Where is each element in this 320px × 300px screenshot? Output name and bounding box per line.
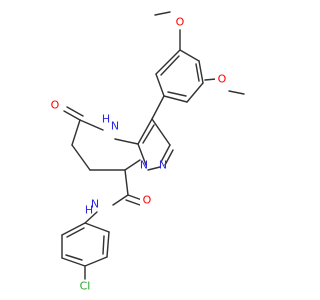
hydrogen-atom-ring-nh: H bbox=[102, 113, 110, 126]
nitrogen-atom-pyrazole-bridge: N bbox=[140, 159, 148, 172]
atom-labels: O O H N O N N H N O Cl bbox=[48, 15, 229, 293]
oxygen-atom-methoxy-top: O bbox=[176, 16, 185, 29]
nitrogen-atom-ring: N bbox=[111, 120, 119, 133]
hydrogen-atom-amide-nh: H bbox=[85, 204, 93, 217]
molecule-structure-diagram: O O H N O N N H N O Cl bbox=[48, 11, 245, 293]
bond-lines bbox=[61, 11, 245, 280]
nitrogen-atom-pyrazole: N bbox=[159, 159, 167, 172]
nitrogen-atom-amide: N bbox=[91, 198, 99, 211]
oxygen-atom-methoxy-right: O bbox=[218, 73, 227, 86]
chlorine-atom: Cl bbox=[80, 280, 91, 293]
oxygen-atom-amide-carbonyl: O bbox=[143, 194, 152, 207]
oxygen-atom-ring-carbonyl: O bbox=[51, 99, 60, 112]
